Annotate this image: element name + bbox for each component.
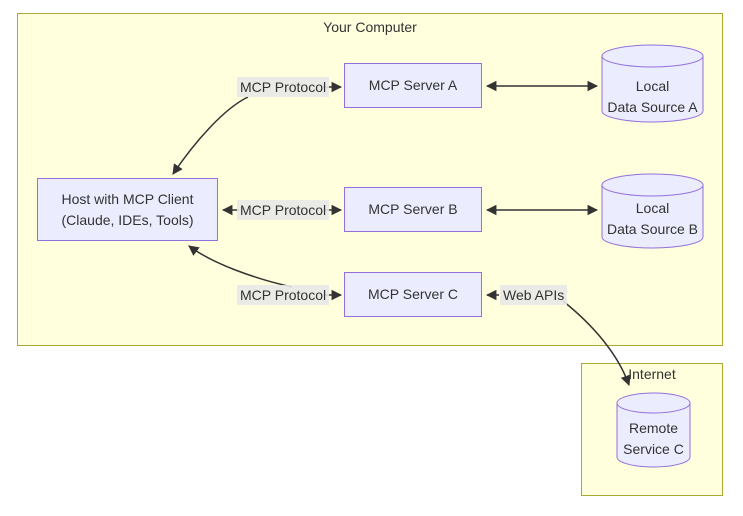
edge-label-mcp-protocol-c: MCP Protocol [237,285,330,305]
mcp-server-c-label: MCP Server C [368,286,458,302]
data-source-a-cylinder [601,44,704,123]
edge-label-web-apis: Web APIs [500,285,568,305]
host-node-line2: (Claude, IDEs, Tools) [61,211,194,228]
edge-label-mcp-protocol-a: MCP Protocol [237,77,330,97]
edge-host-to-serverC-curve [188,245,293,288]
host-node: Host with MCP Client (Claude, IDEs, Tool… [37,178,218,241]
remote-service-c-cylinder [616,392,691,468]
data-source-a-line1: Local [635,78,670,94]
mcp-server-b-node: MCP Server B [344,187,482,232]
your-computer-group-title: Your Computer [323,19,417,35]
mcp-server-c-node: MCP Server C [344,272,482,317]
remote-service-c-text: Remote Service C [617,418,690,460]
edge-label-mcp-protocol-b: MCP Protocol [237,200,330,220]
edge-host-to-serverA-curve [172,96,249,175]
internet-group-title: Internet [628,366,676,382]
data-source-b-line1: Local [635,200,670,216]
edge-webapis-to-remoteServiceC [562,300,631,386]
data-source-a-line2: Data Source A [607,99,698,115]
mcp-server-b-label: MCP Server B [368,201,458,217]
mcp-server-a-node: MCP Server A [344,63,482,108]
host-node-line1: Host with MCP Client [61,190,194,207]
data-source-a-text: Local Data Source A [602,76,703,118]
mcp-server-a-label: MCP Server A [368,77,458,93]
data-source-b-line2: Data Source B [606,221,699,237]
remote-service-c-line1: Remote [628,420,679,436]
data-source-b-cylinder [601,173,704,249]
data-source-b-text: Local Data Source B [602,198,703,240]
remote-service-c-line2: Service C [623,441,684,457]
